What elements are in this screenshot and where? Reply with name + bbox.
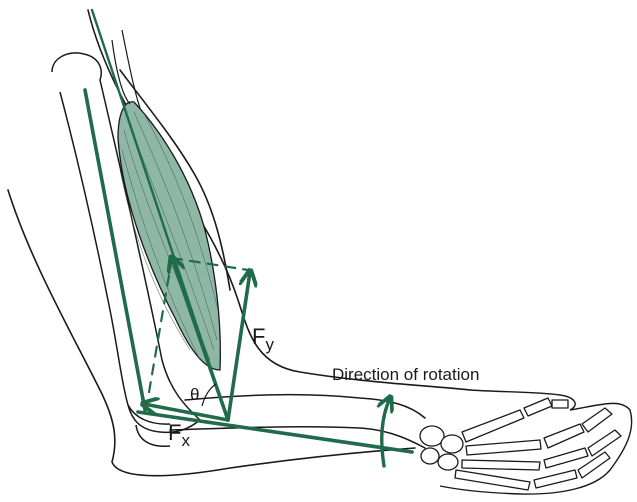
metacarpal-bone [455,470,530,490]
carpal-bone [441,435,463,453]
theta-angle-arc [202,384,216,406]
fy-label: Fy [252,324,274,354]
finger-phalanx [544,448,588,468]
biceps-tendon [112,30,140,108]
ulna-bone [170,427,425,448]
carpal-bone [421,448,439,464]
finger-phalanx [582,408,612,432]
finger-phalanx [534,470,577,488]
direction-of-rotation-label: Direction of rotation [332,365,479,384]
metacarpal-bone [462,460,540,470]
carpal-bone [420,426,444,446]
carpal-bone [438,454,458,470]
thumb-phalanx [552,400,568,408]
metacarpal-bone [466,440,541,455]
hand-bones [420,398,621,490]
fy-vector-arrow [228,272,250,420]
finger-phalanx [544,424,584,448]
thumb-phalanx [524,398,552,416]
theta-label: θ [190,385,199,404]
metacarpal-bone [462,410,524,442]
